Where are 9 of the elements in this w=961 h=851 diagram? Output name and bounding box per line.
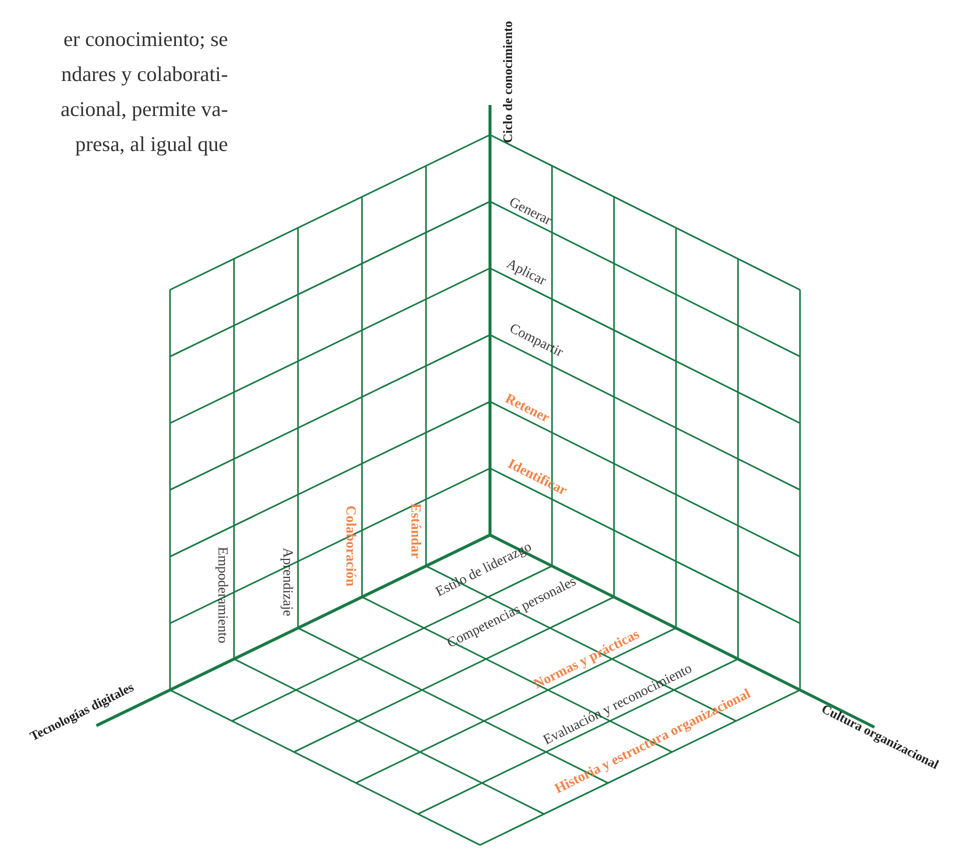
technology-label: Aprendizaje: [279, 548, 295, 616]
technology-label: Estándar: [407, 503, 423, 559]
axis-title: Ciclo de conocimiento: [500, 20, 516, 144]
technology-label: Empoderamiento: [214, 546, 230, 644]
body-text-line: acional, permite va-: [60, 98, 228, 122]
body-text-line: er conocimiento; se: [64, 28, 228, 52]
technology-label: Colaboración: [342, 506, 358, 586]
body-text-line: presa, al igual que: [75, 133, 228, 156]
body-text-line: ndares y colaborati-: [61, 63, 228, 86]
